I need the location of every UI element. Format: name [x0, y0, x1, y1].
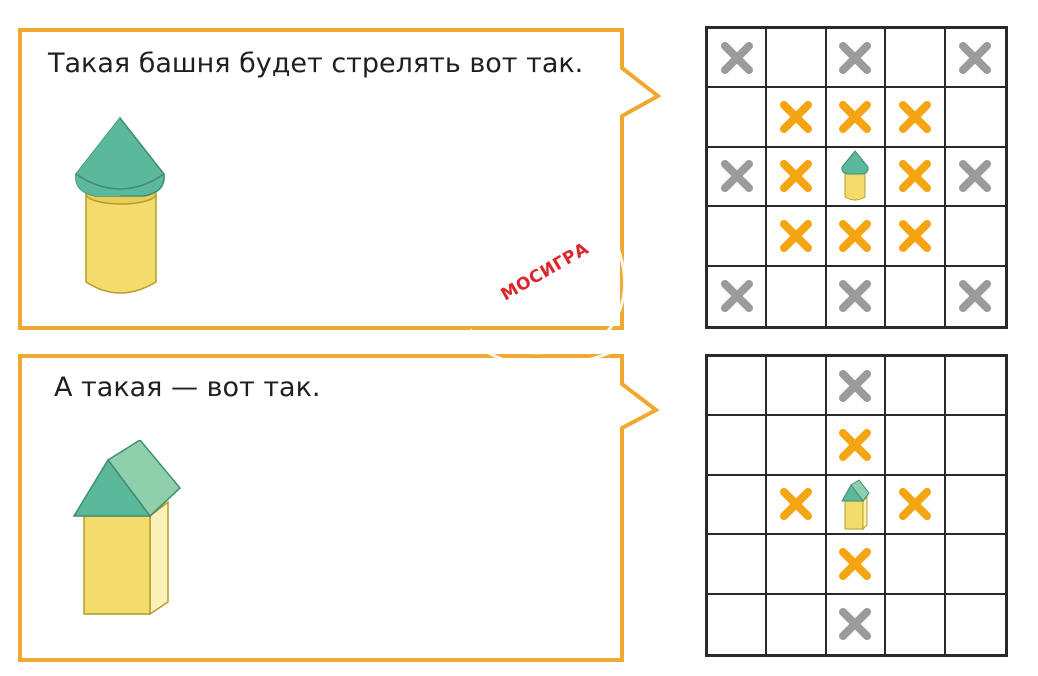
grid-cell	[767, 207, 827, 267]
gray-cross-icon	[839, 608, 872, 641]
gray-cross-icon	[720, 280, 753, 313]
grid-cell	[945, 535, 1005, 595]
orange-cross-icon	[780, 219, 813, 252]
grid-cell	[886, 147, 946, 208]
grid-cell	[945, 357, 1005, 417]
orange-cross-icon	[780, 101, 813, 134]
grid-cell	[827, 594, 887, 654]
grid-cell	[945, 88, 1005, 148]
grid-cell	[886, 357, 946, 417]
gray-cross-icon	[839, 280, 872, 313]
grid-cell	[826, 147, 887, 208]
grid-cell	[826, 29, 887, 89]
orange-cross-icon	[898, 488, 931, 521]
gray-cross-icon	[839, 41, 872, 74]
grid-cell	[886, 207, 946, 267]
grid-cell	[886, 266, 946, 326]
grid-cell	[767, 357, 827, 417]
orange-cross-icon	[898, 160, 931, 193]
grid-cell	[767, 266, 827, 326]
orange-cross-icon	[898, 219, 931, 252]
grid-cell	[767, 416, 827, 476]
grid-cell	[886, 29, 946, 89]
grid-cell	[826, 88, 887, 148]
shooting-grid-square	[705, 354, 1008, 657]
orange-cross-icon	[839, 101, 872, 134]
grid-cell	[708, 535, 768, 595]
round-tower-illustration	[75, 116, 165, 294]
grid-cell	[945, 416, 1005, 476]
grid-cell	[826, 357, 887, 417]
orange-cross-icon	[839, 547, 872, 580]
gray-cross-icon	[959, 41, 992, 74]
grid-cell	[708, 594, 768, 654]
grid-cell	[708, 266, 768, 326]
grid-cell	[886, 88, 946, 148]
grid-cell	[708, 147, 768, 208]
orange-cross-icon	[839, 429, 872, 462]
grid-cell	[945, 476, 1005, 536]
orange-cross-icon	[780, 488, 813, 521]
grid-cell	[886, 594, 946, 654]
grid-cell	[945, 207, 1005, 267]
orange-cross-icon	[898, 101, 931, 134]
panel-1-caption: Такая башня будет стрелять вот так.	[48, 48, 584, 79]
grid-cell	[708, 475, 768, 536]
grid-cell	[708, 416, 768, 476]
grid-cell	[708, 357, 768, 417]
grid-cell	[767, 594, 827, 654]
shooting-grid-round	[705, 26, 1008, 329]
grid-cell	[827, 266, 887, 326]
orange-cross-icon	[780, 160, 813, 193]
grid-cell	[826, 475, 887, 536]
gray-cross-icon	[959, 280, 992, 313]
grid-cell	[946, 595, 1005, 654]
grid-cell	[767, 475, 827, 536]
grid-cell	[826, 416, 887, 476]
grid-cell	[886, 535, 946, 595]
grid-cell	[826, 535, 887, 595]
gray-cross-icon	[839, 369, 872, 402]
orange-cross-icon	[839, 219, 872, 252]
grid-cell	[826, 207, 887, 267]
gray-cross-icon	[720, 160, 753, 193]
gray-cross-icon	[720, 41, 753, 74]
speech-bubble-2	[18, 354, 660, 662]
grid-cell	[946, 267, 1005, 326]
grid-cell	[767, 147, 827, 208]
grid-cell	[708, 88, 768, 148]
gray-cross-icon	[959, 160, 992, 193]
grid-cell	[886, 416, 946, 476]
square-tower-illustration	[72, 440, 182, 616]
grid-cell	[945, 148, 1005, 208]
grid-cell	[708, 29, 768, 89]
grid-cell	[945, 29, 1005, 89]
grid-cell	[767, 29, 827, 89]
grid-cell	[767, 535, 827, 595]
grid-cell	[767, 88, 827, 148]
grid-cell	[886, 475, 946, 536]
square-tower-icon	[841, 479, 871, 531]
panel-2-caption: А такая — вот так.	[54, 372, 321, 403]
grid-cell	[708, 207, 768, 267]
round-tower-icon	[841, 150, 870, 201]
